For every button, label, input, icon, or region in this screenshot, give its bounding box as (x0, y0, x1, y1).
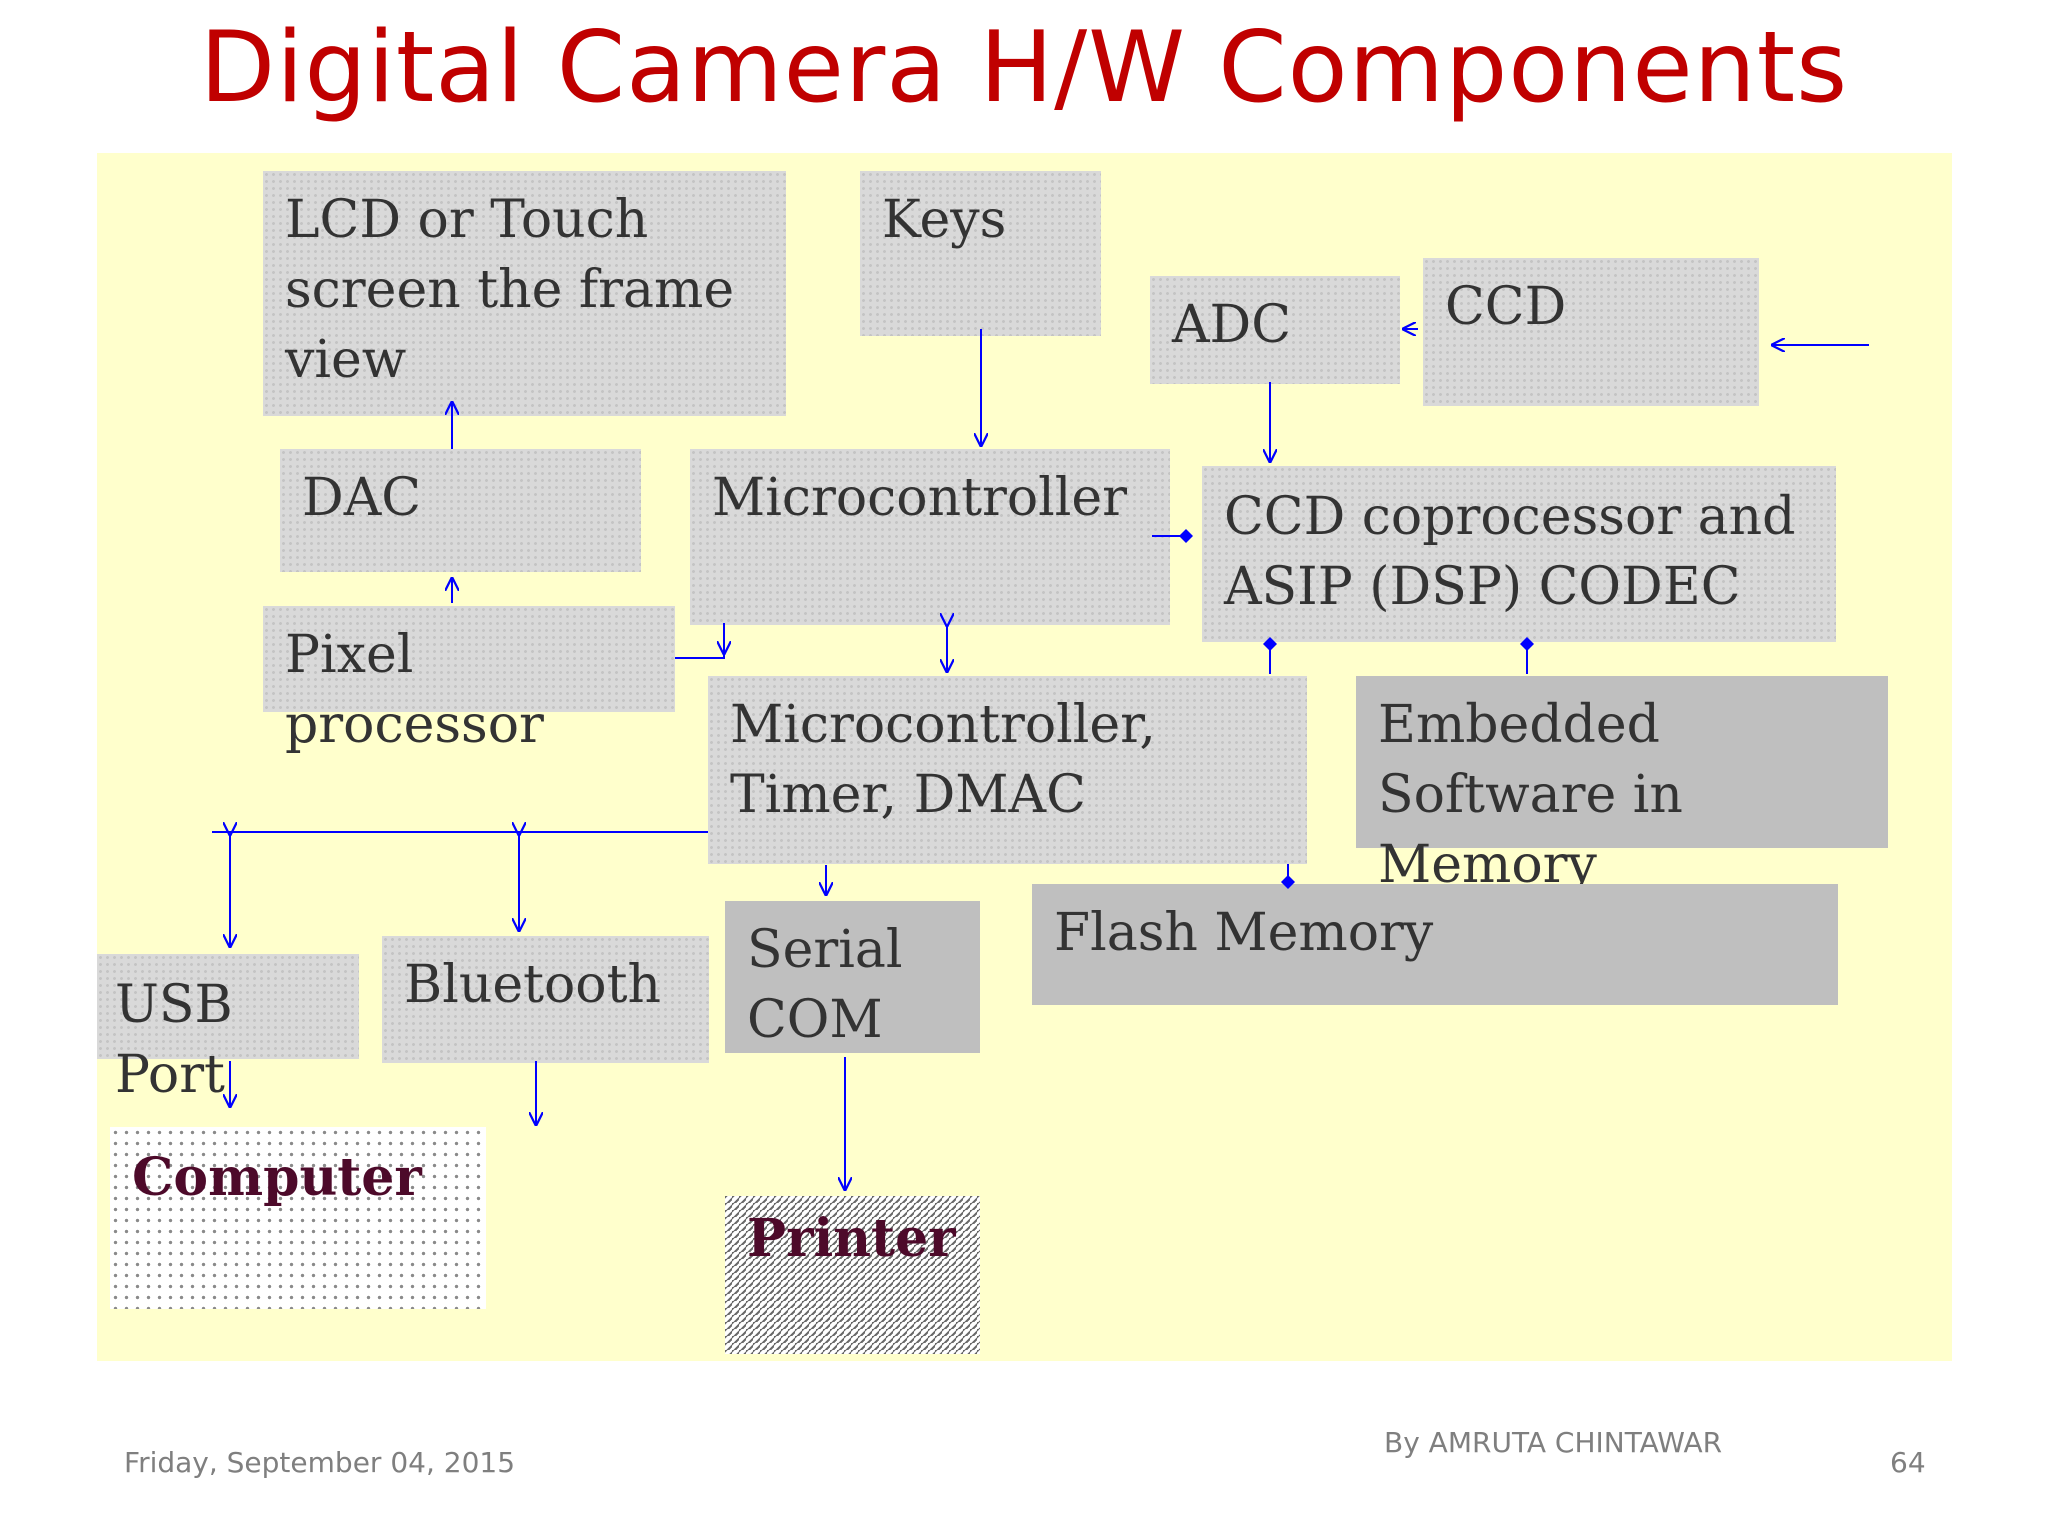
footer-author: By AMRUTA CHINTAWAR (1384, 1426, 1723, 1459)
slide-title: Digital Camera H/W Components (199, 11, 1849, 125)
ccd-block: CCD (1423, 258, 1759, 406)
pixel-processor-block: Pixel processor (263, 606, 675, 755)
microcontroller-block: Microcontroller (690, 449, 1170, 625)
printer-block: Printer (725, 1196, 980, 1354)
keys-block: Keys (860, 171, 1101, 336)
footer-date: Friday, September 04, 2015 (124, 1446, 516, 1479)
ccd-coprocessor-block: CCD coprocessor and ASIP (DSP) CODEC (1202, 466, 1836, 642)
page-number: 64 (1890, 1446, 1926, 1479)
dac-block: DAC (280, 449, 641, 572)
adc-block: ADC (1150, 276, 1400, 384)
pixel-to-dmac-arrow (675, 623, 724, 659)
lcd-block: LCD or Touch screen the frame view (263, 171, 786, 416)
computer-block: Computer (110, 1127, 486, 1309)
microcontroller-timer-dmac-block: Microcontroller, Timer, DMAC (708, 676, 1307, 864)
usb-port-block: USB Port (97, 954, 359, 1105)
embedded-software-block: Embedded Software in Memory (1356, 676, 1888, 895)
flash-memory-block: Flash Memory (1032, 884, 1838, 1005)
serial-com-block: Serial COM (725, 901, 980, 1053)
bluetooth-block: Bluetooth (382, 936, 709, 1063)
